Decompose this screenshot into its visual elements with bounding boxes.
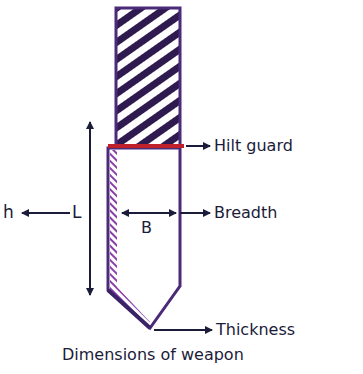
part-label: Hilt guard xyxy=(214,137,293,155)
dimension-label: B xyxy=(141,219,152,237)
dimension-label: L xyxy=(72,203,81,221)
part-label: Thickness xyxy=(216,321,295,339)
part-label: Breadth xyxy=(214,204,277,222)
leader-line xyxy=(154,329,212,331)
caption: Dimensions of weapon xyxy=(62,346,244,364)
hilt-guard xyxy=(108,144,184,148)
breadth-arrow xyxy=(122,212,176,214)
blade xyxy=(108,148,180,328)
leader-line xyxy=(22,212,70,214)
leader-line xyxy=(186,145,210,147)
dimension-label: h xyxy=(3,203,14,221)
length-arrow xyxy=(89,122,91,295)
leader-line xyxy=(180,212,210,214)
handle xyxy=(116,8,180,146)
